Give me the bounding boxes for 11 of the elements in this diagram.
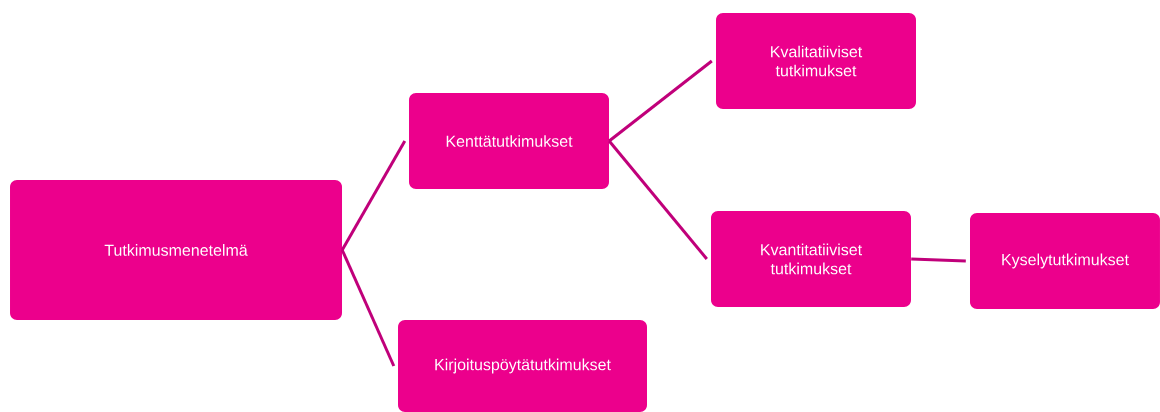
connector-line xyxy=(608,59,713,143)
process-box: Kvalitatiiviset tutkimukset xyxy=(716,13,916,109)
process-box: Tutkimusmenetelmä xyxy=(10,180,342,320)
connector-line xyxy=(608,140,708,260)
process-box: Kenttätutkimukset xyxy=(409,93,609,189)
connector-line xyxy=(340,249,396,367)
process-box: Kyselytutkimukset xyxy=(970,213,1160,309)
process-box: Kirjoituspöytätutkimukset xyxy=(398,320,647,412)
connector-line xyxy=(340,140,407,251)
process-box: Kvantitatiiviset tutkimukset xyxy=(711,211,911,307)
connector-line xyxy=(911,257,966,263)
